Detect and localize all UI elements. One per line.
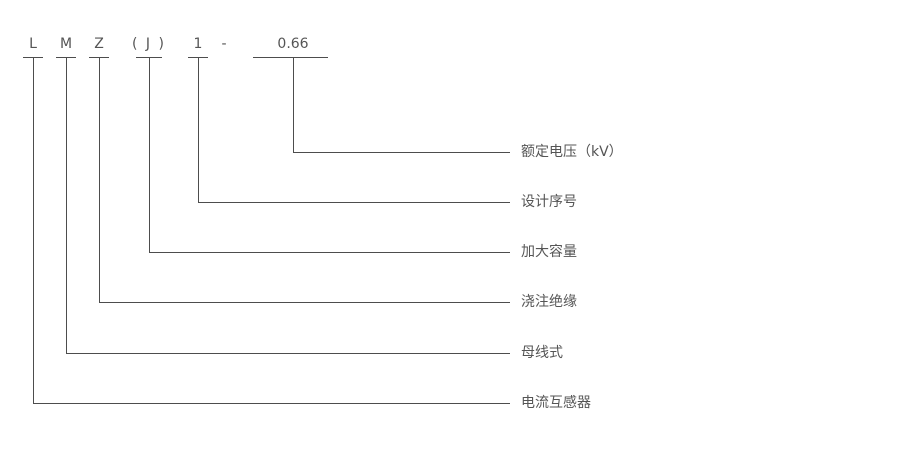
- label-current-transformer: 电流互感器: [521, 395, 591, 411]
- underline-l: [23, 57, 43, 58]
- leader-stem-1: [198, 58, 199, 202]
- leader-stem-j: [149, 58, 150, 252]
- leader-stem-z: [99, 58, 100, 302]
- label-cast-insulation: 浇注绝缘: [521, 294, 577, 310]
- label-rated-voltage: 额定电压（kV）: [521, 144, 623, 160]
- leader-stem-l: [33, 58, 34, 403]
- label-busbar-type: 母线式: [521, 345, 563, 361]
- code-symbol-1: 1: [193, 36, 203, 52]
- underline-m: [56, 57, 76, 58]
- code-symbol-l: L: [29, 36, 37, 52]
- leader-arm-z: [99, 302, 510, 303]
- label-design-serial: 设计序号: [521, 194, 577, 210]
- underline-voltage: [253, 57, 328, 58]
- label-increased-capacity: 加大容量: [521, 244, 577, 260]
- leader-arm-voltage: [293, 152, 510, 153]
- leader-stem-voltage: [293, 58, 294, 152]
- underline-z: [89, 57, 109, 58]
- underline-1: [188, 57, 208, 58]
- code-symbol-dash: -: [221, 36, 227, 52]
- leader-arm-1: [198, 202, 510, 203]
- leader-arm-l: [33, 403, 510, 404]
- code-symbol-voltage: 0.66: [277, 36, 309, 52]
- code-symbol-m: M: [59, 36, 73, 52]
- code-symbol-z: Z: [94, 36, 104, 52]
- leader-stem-m: [66, 58, 67, 353]
- leader-arm-m: [66, 353, 510, 354]
- underline-j: [136, 57, 162, 58]
- code-symbol-j: ( J ): [132, 36, 166, 52]
- leader-arm-j: [149, 252, 510, 253]
